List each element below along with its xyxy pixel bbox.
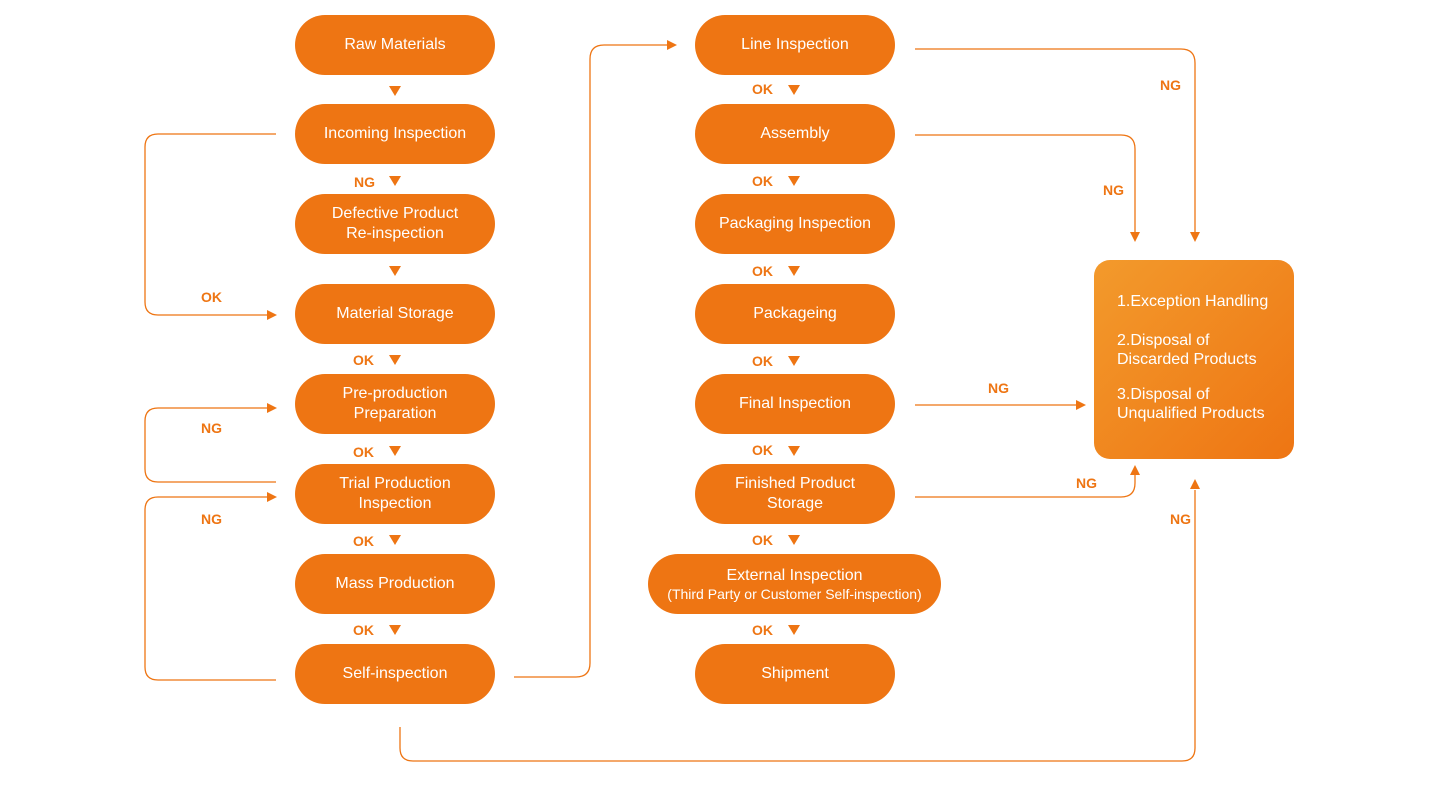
ok-label: OK [201, 289, 222, 305]
ok-label: OK [752, 532, 773, 548]
down-arrow-icon [389, 176, 401, 186]
arrowhead [1076, 400, 1086, 410]
node-defective-reinspection: Defective Product Re-inspection [295, 194, 495, 254]
arrowhead [667, 40, 677, 50]
node-mass-production: Mass Production [295, 554, 495, 614]
exception-item-2-line-2: Discarded Products [1117, 351, 1257, 368]
ng-label: NG [1076, 475, 1097, 491]
node-material-storage: Material Storage [295, 284, 495, 344]
ng-label: NG [201, 511, 222, 527]
ng-label: NG [354, 174, 375, 190]
node-shipment: Shipment [695, 644, 895, 704]
connector-self-bottom-to-exception [399, 490, 1196, 762]
exception-item-3-line-1: 3.Disposal of [1117, 386, 1210, 403]
connector-trial-to-preproduction [144, 407, 276, 483]
connector-incoming-to-storage [144, 133, 276, 316]
down-arrow-icon [389, 86, 401, 96]
down-arrow-icon [788, 176, 800, 186]
down-arrow-icon [788, 356, 800, 366]
connector-self-to-trial [144, 496, 276, 681]
arrowhead [267, 403, 277, 413]
arrowhead [1130, 465, 1140, 475]
ng-label: NG [1103, 182, 1124, 198]
exception-item-1: 1.Exception Handling [1117, 293, 1269, 310]
down-arrow-icon [788, 446, 800, 456]
node-self-inspection: Self-inspection [295, 644, 495, 704]
arrowhead [1190, 479, 1200, 489]
ok-label: OK [752, 353, 773, 369]
node-finished-storage: Finished Product Storage [695, 464, 895, 524]
down-arrow-icon [788, 266, 800, 276]
connector-finished-to-exception [915, 475, 1136, 498]
ok-label: OK [752, 622, 773, 638]
ok-label: OK [353, 352, 374, 368]
down-arrow-icon [389, 266, 401, 276]
exception-handling-box: 1.Exception Handling 2.Disposal of Disca… [1094, 260, 1294, 459]
ok-label: OK [752, 173, 773, 189]
exception-item-3-line-2: Unqualified Products [1117, 405, 1265, 422]
node-packaging-inspection: Packaging Inspection [695, 194, 895, 254]
down-arrow-icon [389, 355, 401, 365]
ng-label: NG [201, 420, 222, 436]
node-line-inspection: Line Inspection [695, 15, 895, 75]
connector-line-to-exception [915, 48, 1196, 234]
down-arrow-icon [389, 535, 401, 545]
node-preproduction: Pre-production Preparation [295, 374, 495, 434]
ok-label: OK [752, 442, 773, 458]
ok-label: OK [752, 263, 773, 279]
node-packageing: Packageing [695, 284, 895, 344]
down-arrow-icon [389, 625, 401, 635]
down-arrow-icon [389, 446, 401, 456]
connector-assembly-to-exception [915, 134, 1136, 234]
down-arrow-icon [788, 85, 800, 95]
arrowhead [267, 492, 277, 502]
node-incoming-inspection: Incoming Inspection [295, 104, 495, 164]
ok-label: OK [353, 444, 374, 460]
connector-self-to-line [514, 44, 668, 678]
ng-label: NG [1170, 511, 1191, 527]
node-trial-inspection: Trial Production Inspection [295, 464, 495, 524]
ok-label: OK [353, 622, 374, 638]
node-final-inspection: Final Inspection [695, 374, 895, 434]
ok-label: OK [752, 81, 773, 97]
arrowhead [1130, 232, 1140, 242]
ng-label: NG [988, 380, 1009, 396]
down-arrow-icon [788, 625, 800, 635]
ok-label: OK [353, 533, 374, 549]
node-assembly: Assembly [695, 104, 895, 164]
exception-item-2-line-1: 2.Disposal of [1117, 332, 1210, 349]
node-raw-materials: Raw Materials [295, 15, 495, 75]
down-arrow-icon [788, 535, 800, 545]
node-external-inspection: External Inspection (Third Party or Cust… [648, 554, 941, 614]
ng-label: NG [1160, 77, 1181, 93]
arrowhead [1190, 232, 1200, 242]
arrowhead [267, 310, 277, 320]
